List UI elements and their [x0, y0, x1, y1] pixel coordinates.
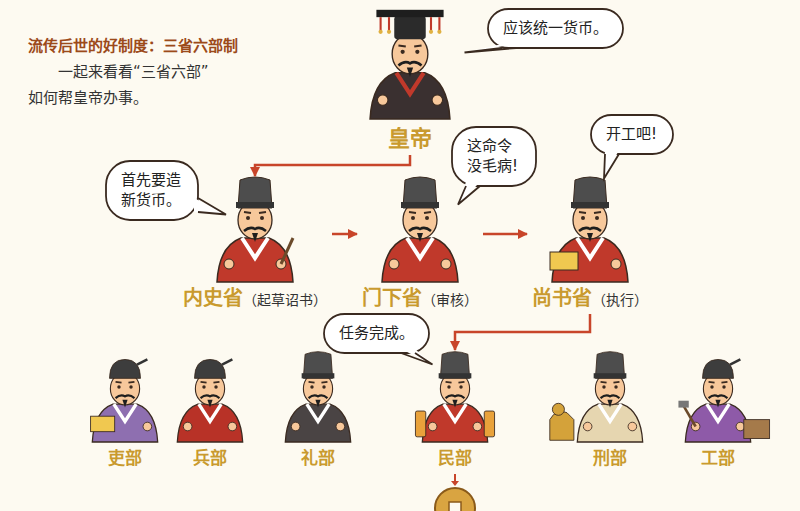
official-figure: [370, 10, 450, 119]
official-figure: [285, 352, 350, 442]
speech-bubble: 开工吧!: [590, 114, 674, 155]
official-box: 工部: [678, 350, 758, 472]
intro-text: 一起来看看“三省六部”如何帮皇帝办事。: [28, 60, 214, 111]
official-box: 皇帝: [362, 8, 458, 155]
office-name: 礼部: [301, 444, 335, 469]
official-box: 礼部: [278, 350, 358, 472]
official-figure: [91, 359, 158, 442]
flow-arrow: [332, 233, 357, 236]
official-box: 兵部: [170, 350, 250, 472]
speech-bubble: 任务完成。: [323, 313, 430, 354]
official-box: 尚书省（执行）: [527, 176, 653, 314]
office-name: 工部: [701, 444, 735, 469]
bubble-outline: [451, 126, 537, 187]
office-name: 内史省: [183, 282, 243, 311]
flow-arrow: [255, 155, 410, 176]
official-box: 门下省（审核）: [357, 176, 483, 314]
office-duty: （审核）: [422, 289, 478, 309]
official-figure: [415, 352, 494, 442]
coin: [435, 488, 475, 511]
bubble-outline: [105, 160, 199, 221]
official-box: 刑部: [570, 350, 650, 472]
speech-text: 这命令没毛病!: [467, 136, 521, 177]
office-name: 兵部: [193, 444, 227, 469]
speech-bubble: 这命令没毛病!: [451, 126, 537, 187]
office-name: 民部: [438, 444, 472, 469]
official-box: 吏部: [85, 350, 165, 472]
speech-text: 任务完成。: [339, 323, 414, 343]
official-figure: [382, 177, 458, 282]
flow-arrow: [483, 233, 527, 236]
office-name: 门下省: [362, 282, 422, 311]
official-figure: [550, 352, 643, 442]
official-figure: [678, 359, 769, 442]
coin-hole: [449, 502, 461, 511]
office-duty: （起草诏书）: [243, 289, 327, 309]
pointer-line: [454, 474, 456, 482]
speech-text: 开工吧!: [606, 124, 658, 144]
office-name: 刑部: [593, 444, 627, 469]
official-figure: [177, 359, 242, 442]
speech-text: 首先要造新货币。: [121, 170, 183, 211]
official-figure: [217, 177, 293, 282]
flow-arrow: [455, 314, 590, 350]
official-figure: [550, 177, 628, 282]
speech-text: 应该统一货币。: [503, 18, 608, 38]
official-box: 民部: [415, 350, 495, 472]
official-box: 内史省（起草诏书）: [178, 176, 332, 314]
office-name: 皇帝: [388, 120, 432, 152]
office-name: 尚书省: [532, 282, 592, 311]
speech-bubble: 首先要造新货币。: [105, 160, 199, 221]
pointer-head: [451, 481, 459, 486]
office-duty: （执行）: [592, 289, 648, 309]
title: 流传后世的好制度：三省六部制: [28, 34, 238, 55]
office-name: 吏部: [108, 444, 142, 469]
speech-bubble: 应该统一货币。: [487, 8, 624, 49]
